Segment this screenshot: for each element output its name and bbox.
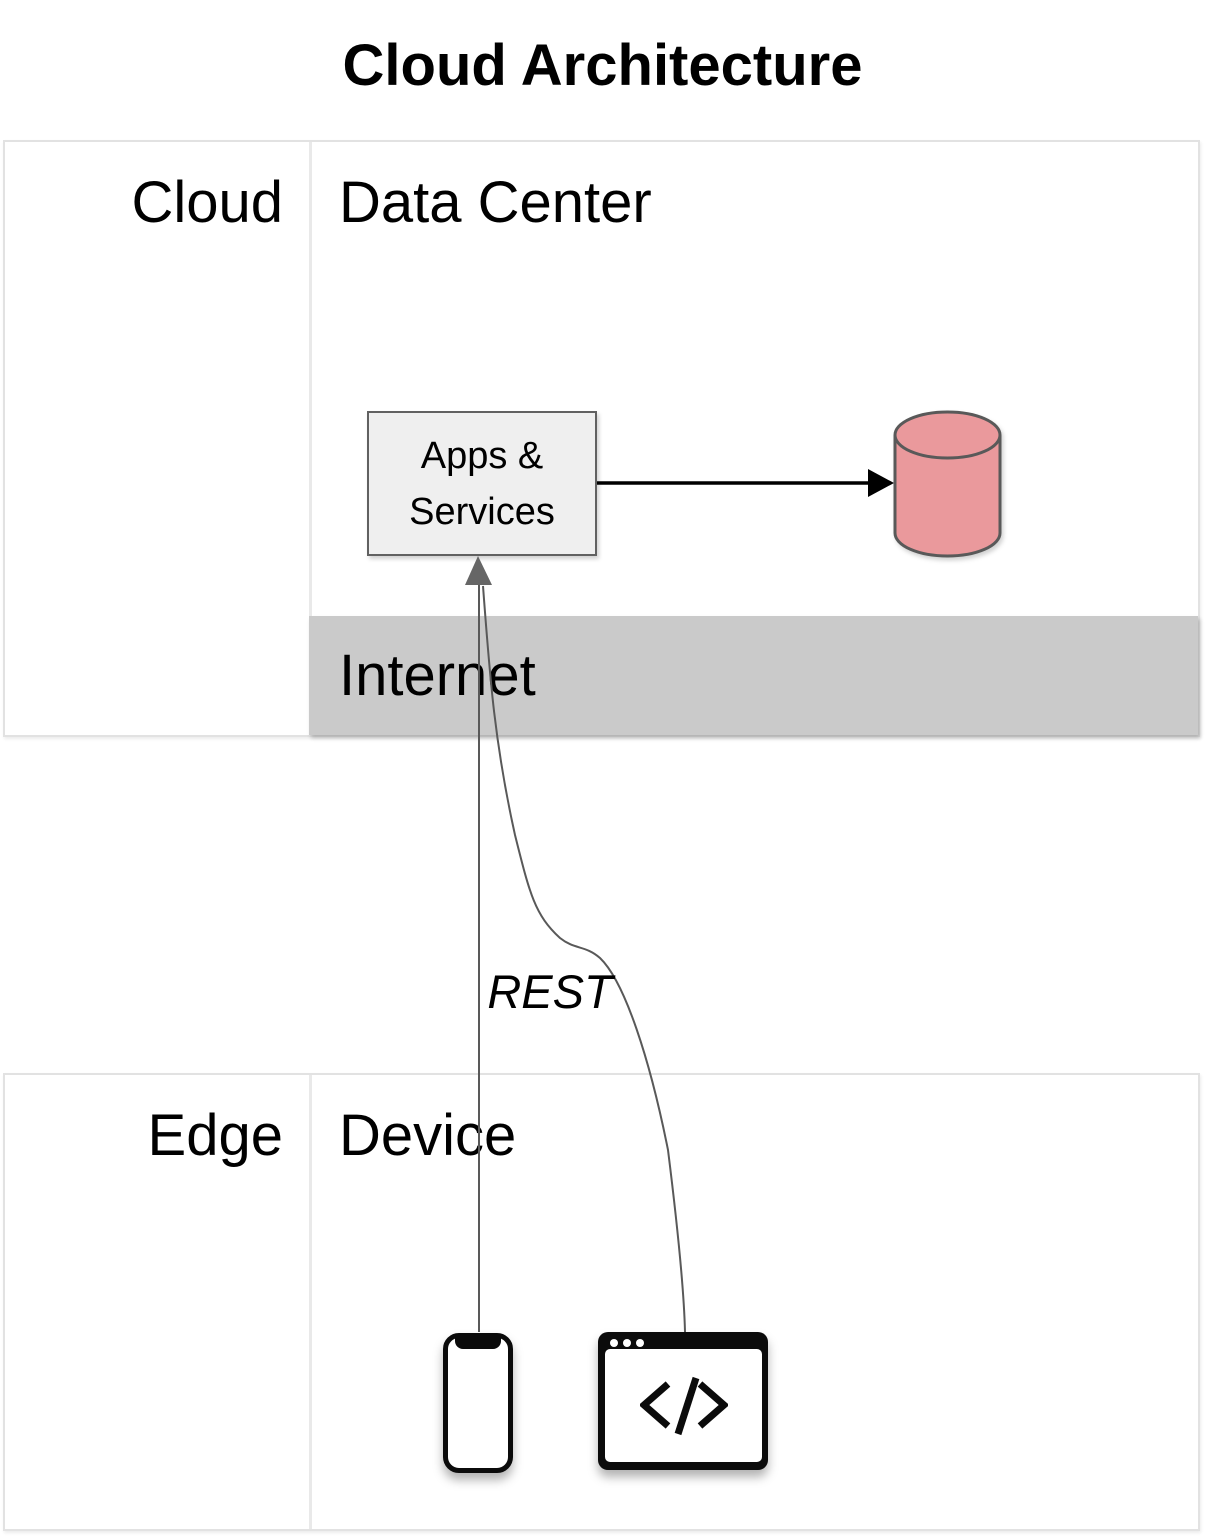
window-dot-icon <box>610 1339 618 1347</box>
smartphone-icon <box>443 1333 513 1473</box>
window-dot-icon <box>636 1339 644 1347</box>
internet-band: Internet <box>309 616 1198 735</box>
rest-edge-label: REST <box>487 965 613 1018</box>
apps-services-node: Apps & Services <box>367 411 597 556</box>
apps-services-label: Apps & Services <box>409 434 555 533</box>
window-dot-icon <box>623 1339 631 1347</box>
browser-content <box>605 1349 762 1462</box>
cloud-pool: Cloud Data Center Apps & Services Intern… <box>3 140 1200 737</box>
device-zone-label: Device <box>339 1103 517 1168</box>
code-tag-icon <box>639 1376 728 1435</box>
cloud-pool-divider <box>309 142 312 735</box>
diagram-title: Cloud Architecture <box>342 33 863 98</box>
cloud-lane-label: Cloud <box>131 170 283 235</box>
phone-notch <box>455 1338 501 1349</box>
edge-pool-divider <box>309 1075 312 1529</box>
browser-window-icon <box>598 1332 768 1470</box>
data-center-zone-label: Data Center <box>339 170 652 235</box>
browser-dots <box>610 1339 644 1347</box>
edge-lane-label: Edge <box>147 1103 283 1168</box>
internet-label: Internet <box>339 643 536 708</box>
